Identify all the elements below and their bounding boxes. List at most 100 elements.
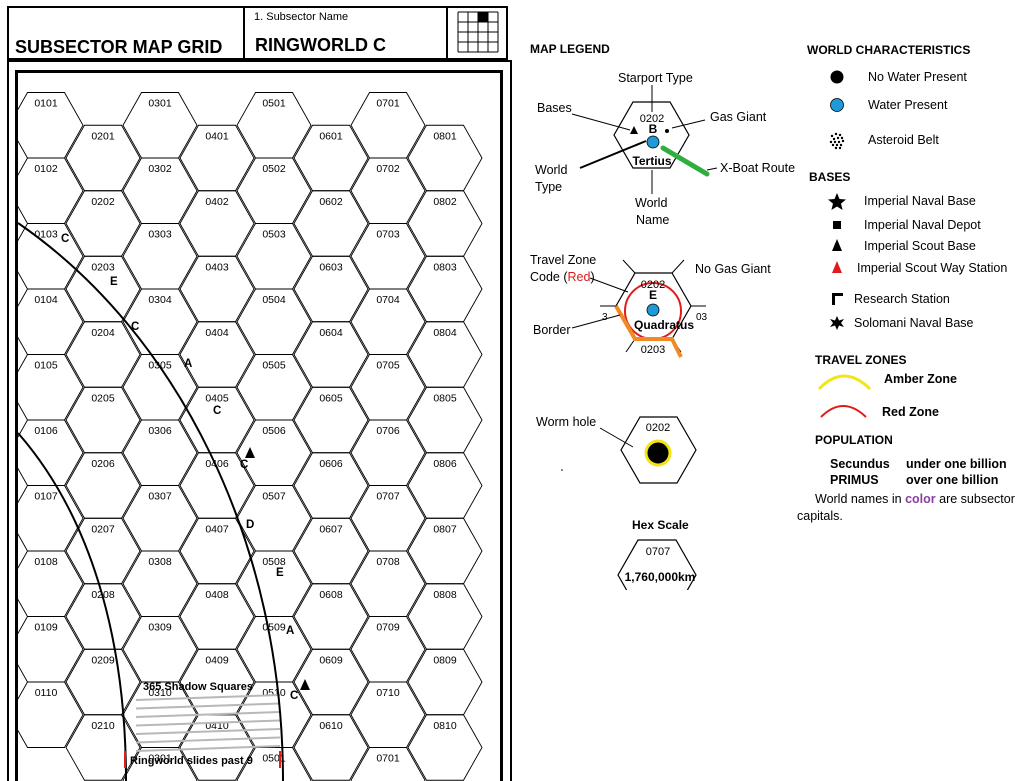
hex-number: 0202 [91, 196, 115, 208]
naval-depot-icon [833, 221, 841, 229]
legend-zone-code-close: ) [590, 270, 595, 284]
hex-number: 0705 [376, 360, 400, 372]
amber-zone-label: Amber Zone [884, 372, 957, 386]
hex-cell[interactable]: 0210 [65, 714, 141, 781]
hex-number: 0702 [376, 163, 400, 175]
hex-number: 0401 [205, 130, 229, 142]
header-title-box: SUBSECTOR MAP GRID [7, 6, 245, 60]
legend-sample-hex-number: 0202 [640, 113, 664, 125]
hex-number: 0703 [376, 229, 400, 241]
legend-zone-hex-below: 0203 [641, 344, 665, 356]
scout-way-station-label: Imperial Scout Way Station [857, 261, 1008, 275]
hex-number: 0709 [376, 622, 400, 634]
legend-worm-hex-number: 0202 [646, 422, 670, 434]
legend-travel-zone-label-2: Code (Red) [530, 270, 595, 284]
ring-arc-inner [18, 432, 127, 781]
legend-zone-world-name: Quadratus [634, 318, 694, 332]
hex-cell[interactable]: 0101 [18, 92, 84, 159]
hex-cell[interactable]: 0108 [18, 550, 84, 617]
bases-title: BASES [809, 170, 851, 184]
hex-number: 0403 [205, 261, 229, 273]
hex-cell[interactable]: 0104 [18, 288, 84, 355]
hex-number: 0306 [148, 425, 172, 437]
hex-number: 0310 [148, 687, 172, 699]
legend-xboat-route-line [660, 145, 710, 177]
hex-number: 0710 [376, 687, 400, 699]
hex-cell[interactable]: 0701 [350, 747, 426, 781]
map-legend-title: MAP LEGEND [530, 42, 610, 56]
hex-number: 0402 [205, 196, 229, 208]
bases-icons [828, 193, 846, 330]
hex-cell[interactable]: 0105 [18, 354, 84, 421]
legend-zone-code-red: Red [567, 270, 591, 284]
capital-note-color: color [905, 492, 936, 506]
hex-number: 0601 [319, 130, 343, 142]
no-water-label: No Water Present [868, 70, 967, 84]
legend-border-label: Border [533, 323, 571, 337]
starport-code: A [184, 358, 192, 370]
hex-number: 0807 [433, 523, 457, 535]
legend-diagrams: 0202 B Tertius 0202 E Quadratus 0203 3 0… [561, 85, 718, 590]
asteroid-belt-icon [829, 132, 845, 150]
hex-number: 0505 [262, 360, 286, 372]
legend-scale-hex: 0707 1,760,000km [617, 539, 697, 590]
hex-number: 0804 [433, 327, 457, 339]
no-water-icon [830, 70, 844, 84]
legend-scale-value: 1,760,000km [625, 570, 696, 584]
amber-zone-icon [817, 374, 872, 391]
legend-gas-giant-label: Gas Giant [710, 110, 767, 124]
subsector-name: RINGWORLD C [255, 35, 386, 55]
hex-cell[interactable]: 0110 [18, 681, 84, 748]
hex-number: 0307 [148, 491, 172, 503]
legend-world-type-label-2: Type [535, 180, 563, 194]
legend-world-type-pointer [579, 140, 647, 169]
ring-arc-outer [18, 222, 284, 781]
starport-code: E [276, 567, 284, 579]
hex-grid: 0101020103010401050106010701080101020202… [18, 92, 483, 781]
naval-base-icon [828, 193, 846, 210]
hex-number: 0604 [319, 327, 343, 339]
hex-number: 0206 [91, 458, 115, 470]
population-high-name: PRIMUS [830, 473, 879, 487]
legend-sample-hex: 0202 B Tertius [571, 85, 718, 194]
population-low-name: Secundus [830, 457, 890, 471]
hex-cell[interactable]: 0103 [18, 223, 84, 290]
solomani-base-icon [830, 316, 844, 330]
naval-base-label: Imperial Naval Base [864, 194, 976, 208]
population-low-desc: under one billion [906, 457, 1007, 471]
legend-zone-left-number: 3 [602, 312, 608, 323]
hex-number: 0201 [91, 130, 115, 142]
hex-number: 0502 [262, 163, 286, 175]
world-characteristics-icons [829, 70, 845, 150]
legend-travel-zone-label-1: Travel Zone [530, 253, 597, 267]
hex-number: 0605 [319, 392, 343, 404]
hex-cell[interactable]: 0810 [407, 714, 483, 781]
legend-zone-hex-number: 0202 [641, 279, 665, 291]
legend-zone-water-world-icon [646, 303, 660, 317]
water-icon [830, 98, 844, 112]
shadow-squares [135, 694, 281, 752]
subsector-locator-box [446, 6, 508, 60]
hex-number: 0203 [91, 261, 115, 273]
hex-number: 0205 [91, 392, 115, 404]
hex-number: 0608 [319, 589, 343, 601]
page-title: SUBSECTOR MAP GRID [15, 37, 223, 57]
travel-zone-icons [817, 374, 872, 418]
hex-number: 0303 [148, 229, 172, 241]
hex-cell[interactable]: 0610 [293, 714, 369, 781]
hex-number: 0408 [205, 589, 229, 601]
hex-cell[interactable]: 0109 [18, 616, 84, 683]
hex-cell[interactable]: 0102 [18, 157, 84, 224]
hex-number: 0802 [433, 196, 457, 208]
legend-world-name-label-2: Name [636, 213, 670, 227]
hex-number: 0701 [376, 753, 400, 765]
travel-zones-title: TRAVEL ZONES [815, 353, 907, 367]
hex-number: 0504 [262, 294, 286, 306]
header-name-box: 1. Subsector Name RINGWORLD C [243, 6, 448, 60]
hex-number: 0707 [376, 491, 400, 503]
hex-number: 0603 [319, 261, 343, 273]
starport-code: A [286, 625, 294, 637]
hex-cell[interactable]: 0301 [122, 747, 198, 781]
hex-number: 0105 [34, 360, 58, 372]
